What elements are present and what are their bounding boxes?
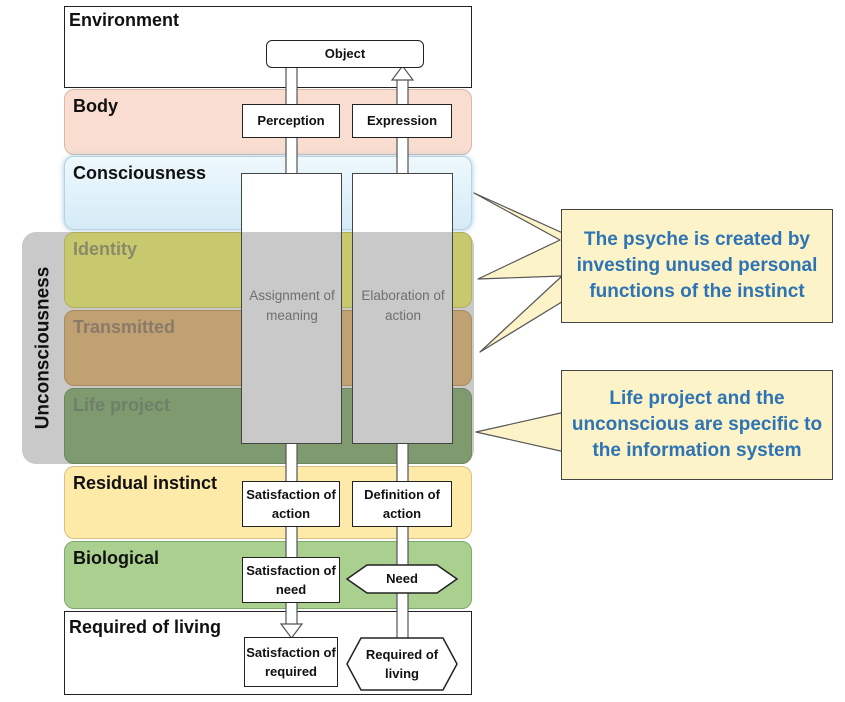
required-of-living-box: Required of living <box>365 646 439 682</box>
need-diamond <box>345 564 459 594</box>
need-label: Need <box>386 571 418 587</box>
life-project-callout-text: Life project and the unconscious are spe… <box>571 387 823 462</box>
biological-label: Biological <box>73 548 160 568</box>
assignment-of-meaning-text: Assignment of meaning <box>249 288 335 323</box>
psyche-callout <box>561 209 833 323</box>
body-label: Body <box>73 96 118 116</box>
elaboration-column <box>352 173 453 444</box>
satisfaction-of-action-box: Satisfaction of action <box>242 481 340 527</box>
definition-of-action-box: Definition of action <box>352 481 452 527</box>
satisfaction-of-need-box: Satisfaction of need <box>242 557 340 603</box>
required-of-living-hexagon <box>346 637 458 691</box>
psyche-callout-text: The psyche is created by investing unuse… <box>576 228 818 303</box>
psyche-callout-pointer <box>473 192 566 353</box>
residual-instinct-label: Residual instinct <box>73 473 218 493</box>
satisfaction-of-required-box: Satisfaction of required <box>244 637 338 687</box>
required-of-living-label: Required of living <box>69 617 222 637</box>
perception-box: Perception <box>242 104 340 138</box>
life-project-callout <box>561 370 833 480</box>
life-project-label: Life project <box>73 395 171 415</box>
transmitted-label: Transmitted <box>73 317 176 337</box>
consciousness-label: Consciousness <box>73 163 207 183</box>
object-box: Object <box>266 40 424 68</box>
expression-box: Expression <box>352 104 452 138</box>
identity-label: Identity <box>73 239 138 259</box>
assignment-column <box>241 173 342 444</box>
environment-label: Environment <box>69 10 180 30</box>
life-project-callout-pointer <box>475 411 566 453</box>
elaboration-of-action-text: Elaboration of action <box>361 288 445 323</box>
